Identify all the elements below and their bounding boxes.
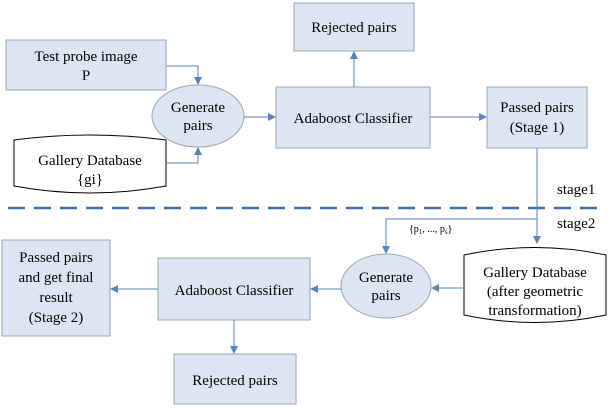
generate-pairs-bottom-line1: Generate xyxy=(359,270,413,286)
rejected-pairs-top-label: Rejected pairs xyxy=(311,20,397,36)
passed-stage1-node: Passed pairs (Stage 1) xyxy=(486,86,588,149)
generate-pairs-top-node: Generate pairs xyxy=(151,84,245,148)
gallery-db-top-node: Gallery Database {gi} xyxy=(13,134,167,194)
stage2-label: stage2 xyxy=(557,216,595,232)
adaboost-top-node: Adaboost Classifier xyxy=(275,86,431,149)
arrow-pairs-to-generate-bottom xyxy=(382,218,537,254)
rejected-pairs-bottom-label: Rejected pairs xyxy=(192,373,278,389)
pairs-set-label: {p1, ..., ps} xyxy=(409,224,452,236)
gallery-db-bottom-node: Gallery Database (after geometric transf… xyxy=(463,247,607,323)
generate-pairs-bottom-node: Generate pairs xyxy=(340,253,432,319)
gallery-db-bottom-line2: (after geometric xyxy=(487,284,584,300)
passed-stage2-line4: (Stage 2) xyxy=(29,310,84,326)
generate-pairs-bottom-line2: pairs xyxy=(371,288,400,304)
passed-stage2-node: Passed pairs and get final result (Stage… xyxy=(1,239,111,337)
adaboost-bottom-label: Adaboost Classifier xyxy=(175,283,294,299)
gallery-db-top-line2: {gi} xyxy=(77,172,103,188)
adaboost-top-label: Adaboost Classifier xyxy=(294,111,413,127)
test-probe-node: Test probe image P xyxy=(5,39,167,91)
gallery-db-bottom-line1: Gallery Database xyxy=(483,265,587,281)
generate-pairs-top-line1: Generate xyxy=(171,100,225,116)
passed-stage2-line2: and get final xyxy=(19,270,94,286)
rejected-pairs-top-node: Rejected pairs xyxy=(293,2,415,52)
gallery-db-bottom-line3: transformation) xyxy=(488,303,581,319)
test-probe-label-line1: Test probe image xyxy=(34,49,137,65)
rejected-pairs-bottom-node: Rejected pairs xyxy=(173,353,297,405)
passed-stage2-line3: result xyxy=(39,290,73,306)
adaboost-bottom-node: Adaboost Classifier xyxy=(157,257,311,321)
passed-stage2-line1: Passed pairs xyxy=(19,250,93,266)
generate-pairs-top-line2: pairs xyxy=(183,118,212,134)
gallery-db-top-line1: Gallery Database xyxy=(38,153,142,169)
stage1-label: stage1 xyxy=(557,182,595,198)
passed-stage1-line1: Passed pairs xyxy=(500,100,574,116)
arrow-probe-to-generate xyxy=(166,65,202,85)
test-probe-label-line2: P xyxy=(82,68,90,84)
arrow-gallery-to-generate xyxy=(166,147,202,164)
passed-stage1-line2: (Stage 1) xyxy=(510,120,565,136)
